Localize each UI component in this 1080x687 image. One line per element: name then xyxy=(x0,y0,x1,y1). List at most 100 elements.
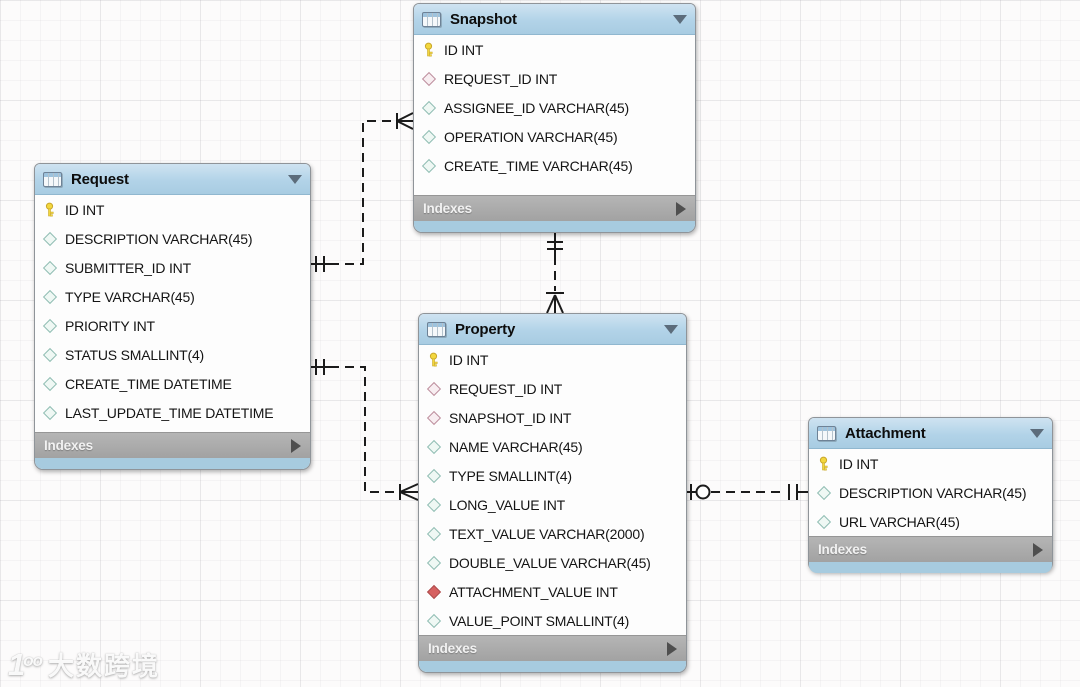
field-label: SNAPSHOT_ID INT xyxy=(449,409,572,426)
primary-key-icon xyxy=(421,42,436,58)
column-diamond-icon xyxy=(42,260,57,275)
indexes-bar[interactable]: Indexes xyxy=(35,432,310,458)
field-row[interactable]: SUBMITTER_ID INT xyxy=(35,253,310,282)
collapse-triangle-icon[interactable] xyxy=(288,174,302,184)
table-request[interactable]: Request ID INT DESCRIPTION VARCHAR(45) SUB… xyxy=(34,163,311,470)
field-label: TEXT_VALUE VARCHAR(2000) xyxy=(449,525,645,542)
field-label: ID INT xyxy=(65,201,105,218)
column-diamond-icon xyxy=(816,485,831,500)
field-row[interactable]: CREATE_TIME VARCHAR(45) xyxy=(414,151,695,180)
primary-key-icon xyxy=(816,456,831,472)
field-rows: ID INT DESCRIPTION VARCHAR(45) SUBMITTER_I… xyxy=(35,195,310,427)
field-row[interactable]: CREATE_TIME DATETIME xyxy=(35,369,310,398)
watermark: 1oo 大数跨境 xyxy=(8,646,160,683)
field-label: LAST_UPDATE_TIME DATETIME xyxy=(65,404,274,421)
field-row[interactable]: TYPE SMALLINT(4) xyxy=(419,461,686,490)
column-diamond-icon xyxy=(421,129,436,144)
watermark-logo: 1oo xyxy=(8,647,43,682)
table-title: Property xyxy=(455,320,516,338)
field-label: ATTACHMENT_VALUE INT xyxy=(449,583,618,600)
table-icon xyxy=(427,321,446,337)
column-diamond-icon xyxy=(426,555,441,570)
field-row[interactable]: TYPE VARCHAR(45) xyxy=(35,282,310,311)
field-label: CREATE_TIME DATETIME xyxy=(65,375,232,392)
field-row[interactable]: REQUEST_ID INT xyxy=(419,374,686,403)
table-header[interactable]: Property xyxy=(419,314,686,345)
field-row[interactable]: ATTACHMENT_VALUE INT xyxy=(419,577,686,606)
field-label: REQUEST_ID INT xyxy=(449,380,563,397)
indexes-bar[interactable]: Indexes xyxy=(419,635,686,661)
collapse-triangle-icon[interactable] xyxy=(1030,428,1044,438)
column-diamond-icon xyxy=(426,613,441,628)
field-row[interactable]: VALUE_POINT SMALLINT(4) xyxy=(419,606,686,635)
column-diamond-icon xyxy=(816,514,831,529)
indexes-label: Indexes xyxy=(44,438,93,453)
field-row[interactable]: ASSIGNEE_ID VARCHAR(45) xyxy=(414,93,695,122)
field-row[interactable]: ID INT xyxy=(35,195,310,224)
field-label: STATUS SMALLINT(4) xyxy=(65,346,205,363)
field-label: TYPE SMALLINT(4) xyxy=(449,467,572,484)
field-label: DOUBLE_VALUE VARCHAR(45) xyxy=(449,554,651,571)
field-label: CREATE_TIME VARCHAR(45) xyxy=(444,157,633,174)
field-label: LONG_VALUE INT xyxy=(449,496,565,513)
table-footer xyxy=(419,661,686,672)
primary-key-icon xyxy=(426,352,441,368)
fk-diamond-icon xyxy=(426,410,441,425)
field-label: URL VARCHAR(45) xyxy=(839,513,960,530)
field-row[interactable]: TEXT_VALUE VARCHAR(2000) xyxy=(419,519,686,548)
expand-arrow-icon[interactable] xyxy=(1033,542,1043,557)
table-icon xyxy=(817,425,836,441)
field-row[interactable]: ID INT xyxy=(419,345,686,374)
primary-key-icon xyxy=(42,202,57,218)
column-diamond-icon xyxy=(421,158,436,173)
field-rows: ID INT DESCRIPTION VARCHAR(45) URL VARCHAR… xyxy=(809,449,1052,536)
collapse-triangle-icon[interactable] xyxy=(673,14,687,24)
field-row[interactable]: LONG_VALUE INT xyxy=(419,490,686,519)
indexes-label: Indexes xyxy=(423,201,472,216)
table-icon xyxy=(43,171,62,187)
indexes-bar[interactable]: Indexes xyxy=(414,195,695,221)
field-label: ASSIGNEE_ID VARCHAR(45) xyxy=(444,99,629,116)
expand-arrow-icon[interactable] xyxy=(676,201,686,216)
field-row[interactable]: DOUBLE_VALUE VARCHAR(45) xyxy=(419,548,686,577)
field-label: OPERATION VARCHAR(45) xyxy=(444,128,618,145)
indexes-label: Indexes xyxy=(818,542,867,557)
table-header[interactable]: Request xyxy=(35,164,310,195)
fk-diamond-icon xyxy=(426,381,441,396)
field-row[interactable]: OPERATION VARCHAR(45) xyxy=(414,122,695,151)
field-row[interactable]: DESCRIPTION VARCHAR(45) xyxy=(35,224,310,253)
field-label: TYPE VARCHAR(45) xyxy=(65,288,195,305)
expand-arrow-icon[interactable] xyxy=(291,438,301,453)
table-snapshot[interactable]: Snapshot ID INT REQUEST_ID INT ASSIGNEE_ID… xyxy=(413,3,696,233)
field-label: DESCRIPTION VARCHAR(45) xyxy=(839,484,1027,501)
field-row[interactable]: DESCRIPTION VARCHAR(45) xyxy=(809,478,1052,507)
column-diamond-icon xyxy=(42,376,57,391)
field-row[interactable]: PRIORITY INT xyxy=(35,311,310,340)
field-row[interactable]: ID INT xyxy=(809,449,1052,478)
field-label: DESCRIPTION VARCHAR(45) xyxy=(65,230,253,247)
expand-arrow-icon[interactable] xyxy=(667,641,677,656)
field-row[interactable]: STATUS SMALLINT(4) xyxy=(35,340,310,369)
relationship-property-attachment xyxy=(687,484,808,500)
table-header[interactable]: Attachment xyxy=(809,418,1052,449)
field-row[interactable]: NAME VARCHAR(45) xyxy=(419,432,686,461)
field-label: ID INT xyxy=(444,41,484,58)
indexes-bar[interactable]: Indexes xyxy=(809,536,1052,562)
field-row[interactable]: SNAPSHOT_ID INT xyxy=(419,403,686,432)
column-diamond-icon xyxy=(42,347,57,362)
field-row[interactable]: ID INT xyxy=(414,35,695,64)
field-row[interactable]: URL VARCHAR(45) xyxy=(809,507,1052,536)
indexes-label: Indexes xyxy=(428,641,477,656)
relationship-request-snapshot xyxy=(311,112,414,272)
field-label: VALUE_POINT SMALLINT(4) xyxy=(449,612,630,629)
field-row[interactable]: REQUEST_ID INT xyxy=(414,64,695,93)
field-label: ID INT xyxy=(449,351,489,368)
field-row[interactable]: LAST_UPDATE_TIME DATETIME xyxy=(35,398,310,427)
column-diamond-icon xyxy=(426,468,441,483)
table-footer xyxy=(809,562,1052,573)
column-diamond-icon xyxy=(426,439,441,454)
collapse-triangle-icon[interactable] xyxy=(664,324,678,334)
table-header[interactable]: Snapshot xyxy=(414,4,695,35)
table-property[interactable]: Property ID INT REQUEST_ID INT SNAPSHOT_ID… xyxy=(418,313,687,673)
table-attachment[interactable]: Attachment ID INT DESCRIPTION VARCHAR(45)… xyxy=(808,417,1053,573)
